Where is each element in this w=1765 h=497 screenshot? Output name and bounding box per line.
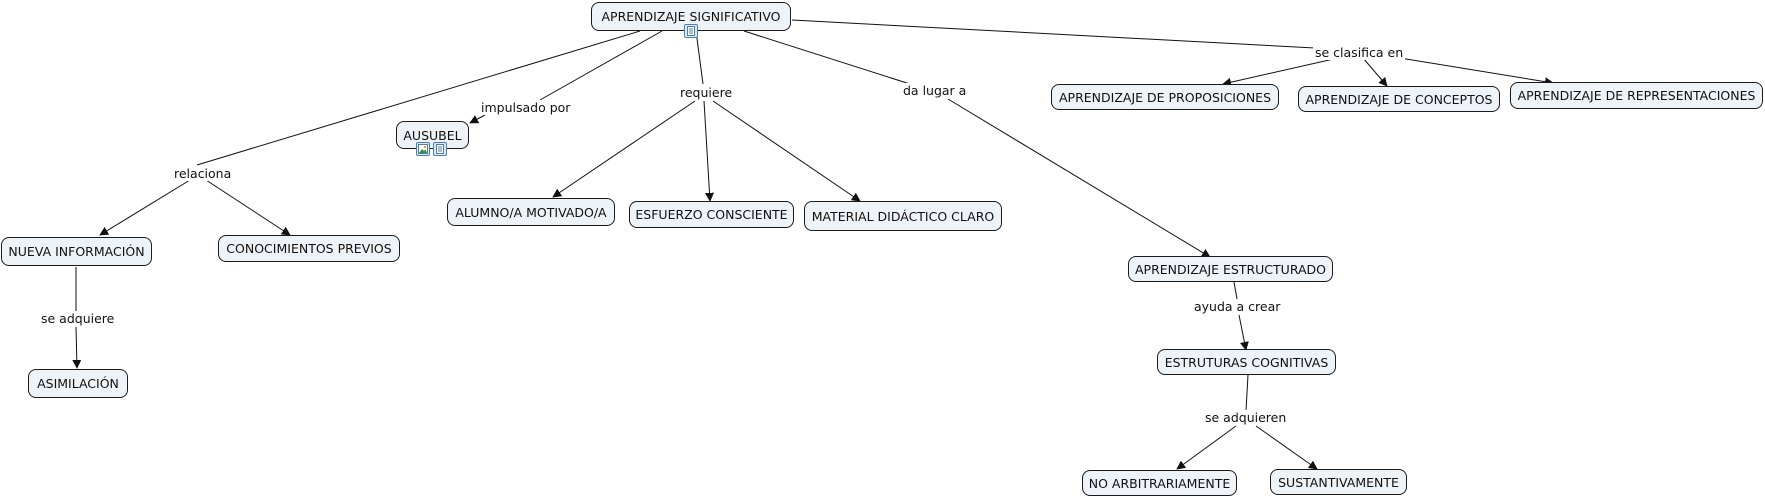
link-se-adquieren[interactable]: se adquieren [1203,410,1289,425]
concept-alumno-motivado[interactable]: ALUMNO/A MOTIVADO/A [447,198,615,226]
link-da-lugar-a[interactable]: da lugar a [901,83,969,98]
link-se-clasifica-en[interactable]: se clasifica en [1313,45,1406,60]
edge-significativo-relaciona [196,30,641,166]
edge-requiere-esfuerzo [703,100,715,202]
concept-conocimientos-previos[interactable]: CONOCIMIENTOS PREVIOS [218,235,400,262]
concept-asimilacion[interactable]: ASIMILACIÓN [28,369,128,398]
link-se-adquiere[interactable]: se adquiere [39,311,117,326]
link-ayuda-a-crear[interactable]: ayuda a crear [1192,299,1283,314]
edge-requiere-material [712,100,861,202]
edge-impulsado-ausubel [469,114,486,124]
edge-estructurado-ayuda [1233,281,1238,300]
concept-no-arbitrariamente[interactable]: NO ARBITRARIAMENTE [1082,470,1237,496]
edge-significativo-requiere [695,30,704,85]
concept-aprendizaje-conceptos[interactable]: APRENDIZAJE DE CONCEPTOS [1298,86,1500,112]
document-icon[interactable] [433,142,447,156]
edge-relaciona-nueva-informacion [99,179,191,236]
edge-se-adquieren-no-arbitrariamente [1176,425,1237,470]
edge-significativo-da-lugar [743,30,911,85]
link-impulsado-por[interactable]: impulsado por [479,100,573,115]
concept-nueva-informacion[interactable]: NUEVA INFORMACIÓN [1,237,152,266]
concept-aprendizaje-proposiciones[interactable]: APRENDIZAJE DE PROPOSICIONES [1051,84,1279,110]
concept-material-didactico[interactable]: MATERIAL DIDÁCTICO CLARO [804,201,1002,231]
edge-significativo-impulsado [539,30,663,101]
edge-ayuda-estructuras [1238,314,1249,351]
concept-ausubel[interactable]: AUSUBEL [396,121,469,149]
image-icon[interactable] [416,142,430,156]
edge-se-adquiere-asimilacion [72,326,82,369]
edge-relaciona-conocimientos-previos [205,179,291,236]
link-requiere[interactable]: requiere [678,85,735,100]
document-icon[interactable] [684,24,698,38]
edge-clasifica-proposiciones [1222,57,1339,87]
link-relaciona[interactable]: relaciona [172,166,234,181]
concept-sustantivamente[interactable]: SUSTANTIVAMENTE [1270,469,1407,495]
concept-aprendizaje-estructurado[interactable]: APRENDIZAJE ESTRUCTURADO [1128,256,1333,282]
edge-estructuras-se-adquieren [1245,374,1249,412]
concept-aprendizaje-representaciones[interactable]: APRENDIZAJE DE REPRESENTACIONES [1510,82,1763,109]
concept-esfuerzo-consciente[interactable]: ESFUERZO CONSCIENTE [629,201,794,228]
edge-requiere-alumno [552,100,696,198]
edge-da-lugar-estructurado [947,98,1211,258]
edge-clasifica-conceptos [1362,57,1388,87]
concept-aprendizaje-significativo[interactable]: APRENDIZAJE SIGNIFICATIVO [591,2,791,31]
edge-clasifica-representaciones [1399,57,1554,87]
edge-se-adquieren-sustantivamente [1255,425,1318,470]
edge-significativo-clasifica [791,19,1316,49]
concept-estructuras-cognitivas[interactable]: ESTRUTURAS COGNITIVAS [1157,349,1336,375]
